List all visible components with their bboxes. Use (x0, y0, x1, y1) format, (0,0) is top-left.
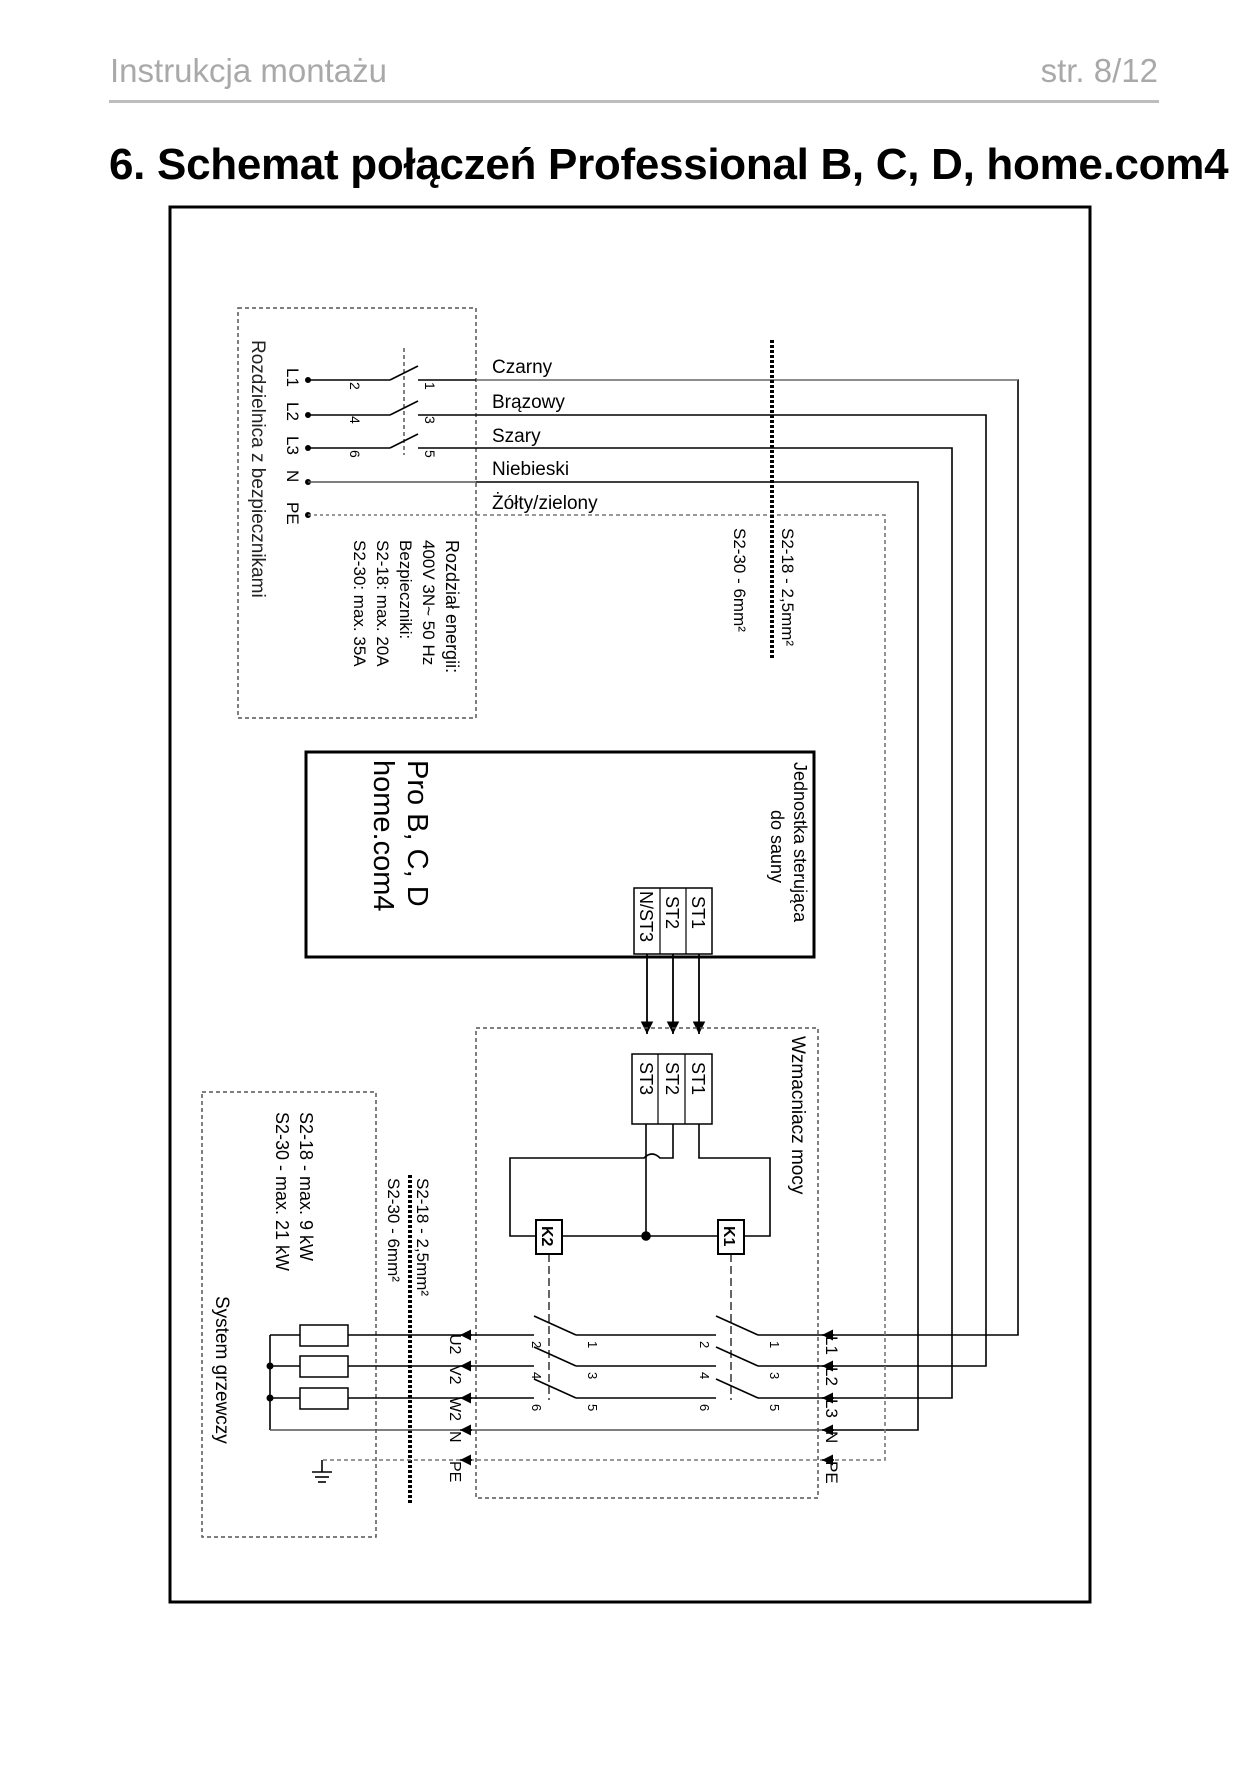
cu-terminal-st2: ST2 (662, 896, 682, 929)
k1-contact-num: 6 (697, 1404, 712, 1411)
control-unit-title: do sauny (767, 810, 787, 883)
wire-color-label: Brązowy (492, 392, 565, 413)
header-page-number: str. 8/12 (1040, 52, 1158, 89)
k1-contact-num: 3 (767, 1372, 782, 1379)
amplifier-box (475, 1027, 819, 1499)
wire-color-label: Czarny (492, 357, 553, 378)
diagram-frame (168, 205, 1092, 1604)
k2-contact-num: 4 (529, 1372, 544, 1379)
cable-spec-top: S2-30 - 6mm² (730, 528, 749, 632)
amp-output-w2: W2 (446, 1397, 463, 1421)
relay-k1-label: K1 (720, 1226, 737, 1247)
dist-switch-num: 3 (422, 416, 438, 424)
cable-spec-top: S2-18 - 2,5mm² (778, 528, 797, 646)
k2-contact-num: 1 (585, 1341, 600, 1348)
heating-info-line: S2-30 - max. 21 kW (272, 1112, 292, 1271)
heating-info-line: S2-18 - max. 9 kW (296, 1112, 316, 1261)
amplifier-terminal-block (631, 1053, 713, 1125)
dist-switch-num: 6 (347, 450, 363, 458)
control-unit-model: home.com4 (367, 760, 399, 912)
distribution-terminals: L1 L2 L3 N PE (283, 368, 302, 525)
distribution-box (237, 307, 477, 719)
wire-color-label: Żółty/zielony (492, 493, 598, 514)
amp-input-l2: L2 (822, 1367, 841, 1386)
heating-wires (269, 1334, 460, 1461)
relay-k2-label: K2 (538, 1226, 555, 1247)
heating-junction-dots (266, 1362, 274, 1402)
amp-output-u2: U2 (446, 1334, 463, 1355)
amp-terminal-st2: ST2 (662, 1062, 682, 1095)
heater-element-icon (299, 1324, 349, 1410)
dist-switch-num: 5 (422, 450, 438, 458)
control-unit-model: Pro B, C, D (401, 760, 433, 907)
main-supply-wires (476, 379, 1019, 1461)
k2-contact-num: 5 (585, 1404, 600, 1411)
distribution-box-label: Rozdzielnica z bezpiecznikami (247, 340, 268, 598)
k1-contact-num: 2 (697, 1341, 712, 1348)
header-divider (109, 100, 1159, 103)
k2-contacts (462, 1315, 620, 1399)
dist-terminal-l2: L2 (283, 402, 302, 421)
amp-input-l1: L1 (822, 1336, 841, 1355)
dist-terminal-pe: PE (283, 502, 302, 525)
wire-color-label: Niebieski (492, 459, 569, 480)
amp-terminal-st3: ST3 (636, 1062, 656, 1095)
dist-info-line: 400V 3N~ 50 Hz (419, 540, 438, 665)
dist-switch-num: 2 (347, 382, 363, 390)
relay-wiring (509, 1124, 771, 1241)
amp-output-n: N (446, 1431, 463, 1443)
dist-terminal-l1: L1 (283, 368, 302, 387)
control-unit-title: Jednostka sterująca (790, 762, 810, 923)
k2-contact-num: 3 (585, 1372, 600, 1379)
control-unit-box (304, 750, 816, 959)
relay-actuators (548, 1254, 732, 1400)
dist-switch-num: 1 (422, 382, 438, 390)
amp-input-pe: PE (822, 1461, 841, 1484)
k2-contact-num: 2 (529, 1341, 544, 1348)
control-unit-terminal-block (633, 887, 713, 955)
amp-output-arrows (460, 1329, 834, 1466)
dist-info-line: Rozdział energii: (442, 540, 462, 673)
cu-terminal-nst3: N/ST3 (636, 891, 656, 942)
control-wires (640, 954, 706, 1034)
cable-spec-bottom: S2-18 - 2,5mm² (413, 1178, 432, 1296)
dist-terminal-n: N (283, 470, 302, 482)
relay-k2 (535, 1219, 563, 1255)
cable-spec-bottom: S2-30 - 6mm² (384, 1178, 403, 1282)
amp-output-v2: V2 (446, 1365, 463, 1385)
wire-color-label: Szary (492, 426, 541, 447)
k2-contact-num: 6 (529, 1404, 544, 1411)
heating-system-box (201, 1091, 377, 1538)
dist-info-line: S2-30: max. 35A (350, 540, 369, 667)
dist-switch-num: 4 (347, 416, 363, 424)
amp-neutral-pe (462, 1429, 824, 1461)
page-title: 6. Schemat połączeń Professional B, C, D… (109, 140, 1229, 189)
heating-system-label: System grzewczy (211, 1296, 232, 1444)
k1-contacts (620, 1315, 824, 1399)
cu-terminal-st1: ST1 (688, 896, 708, 929)
amp-input-n: N (822, 1431, 841, 1443)
amp-input-l3: L3 (822, 1399, 841, 1418)
amplifier-label: Wzmacniacz mocy (787, 1036, 808, 1195)
amp-terminal-st1: ST1 (688, 1062, 708, 1095)
dist-info-line: S2-18: max. 20A (373, 540, 392, 667)
k1-contact-num: 5 (767, 1404, 782, 1411)
header-document-title: Instrukcja montażu (110, 52, 387, 89)
amp-output-pe: PE (446, 1461, 463, 1482)
k1-contact-num: 1 (767, 1341, 782, 1348)
dist-info-line: Bezpieczniki: (396, 540, 415, 639)
dist-terminal-l3: L3 (283, 436, 302, 455)
relay-k1 (717, 1219, 745, 1255)
k1-contact-num: 4 (697, 1372, 712, 1379)
dist-switches (308, 348, 476, 516)
ground-icon (312, 1460, 332, 1483)
